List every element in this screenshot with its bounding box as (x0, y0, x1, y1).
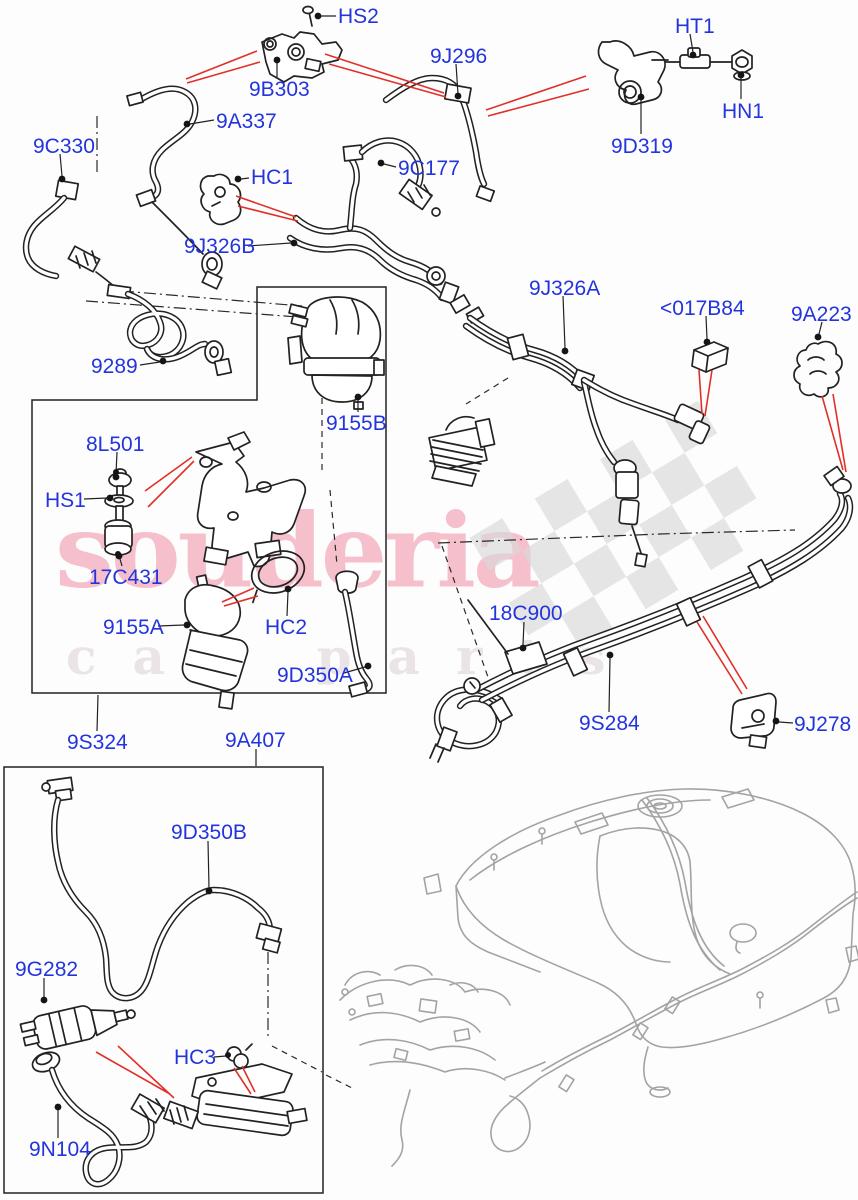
clip-9A223 (793, 340, 843, 398)
engine-harness-reference-art (339, 964, 546, 1167)
red-pointer-lines (95, 50, 847, 1099)
part-label-9155B: 9155B (326, 412, 387, 435)
connector-9C330 (22, 179, 119, 291)
pipe-9J296 (382, 74, 496, 203)
pump-module-assembly (162, 1063, 308, 1137)
part-label-9J296: 9J296 (430, 45, 488, 68)
pipes-9J326B (286, 154, 460, 305)
part-label-9S324: 9S324 (67, 731, 128, 754)
part-label-9G282: 9G282 (15, 958, 79, 981)
part-label-9D350A: 9D350A (277, 664, 353, 687)
chassis-fuel-line-reference-art (490, 891, 858, 1153)
bolt-HS2 (302, 5, 314, 27)
part-label-HS1: HS1 (45, 489, 86, 512)
pipe-9A337 (126, 85, 223, 290)
hose-9D350A (335, 570, 373, 698)
hose-9289 (106, 283, 233, 377)
bracket-9J278 (730, 692, 777, 749)
mount-bracket-8L501-target (195, 431, 307, 568)
part-label-9155A: 9155A (103, 616, 164, 639)
part-label-9289: 9289 (91, 355, 138, 378)
part-label-9J326A: 9J326A (529, 277, 601, 300)
part-label-9A407: 9A407 (225, 729, 286, 752)
part-label-9A337: 9A337 (216, 110, 277, 133)
part-label-8L501: 8L501 (86, 433, 145, 456)
part-label-9N104: 9N104 (29, 1138, 91, 1161)
watermark-brand: souderia (55, 491, 541, 612)
part-label-9C177: 9C177 (398, 157, 460, 180)
clip-HC3 (226, 1043, 253, 1069)
part-label-18C900: 18C900 (489, 602, 563, 625)
part-label-9A223: 9A223 (791, 303, 852, 326)
pump-subassembly-box (3, 766, 324, 1194)
canister-9155A (181, 574, 249, 710)
bracket-9B303 (261, 31, 343, 83)
filter-subassembly-box (31, 286, 387, 694)
part-label-9J326B: 9J326B (184, 235, 256, 258)
tee-HT1 (665, 47, 736, 69)
part-label-HC1: HC1 (251, 166, 294, 189)
tag-18C900 (467, 599, 548, 675)
part-label-017B84: <017B84 (660, 297, 745, 320)
pipes-9J326A (449, 293, 711, 568)
clip-HC1 (199, 173, 242, 226)
fuel-tank-reference-art (423, 788, 858, 1098)
part-label-9S284: 9S284 (579, 712, 640, 735)
part-label-HT1: HT1 (675, 15, 715, 38)
part-label-HC2: HC2 (265, 616, 308, 639)
isolator-stack-HS1-8L501-17C431 (104, 468, 134, 556)
part-label-17C431: 17C431 (89, 566, 163, 589)
cube-017B84 (691, 341, 729, 373)
fuel-filter-9155B (287, 296, 385, 410)
hose-9N104 (31, 1051, 165, 1188)
hose-9C177 (342, 137, 441, 217)
hose-9A407-9D350B (41, 776, 283, 1002)
part-label-HC3: HC3 (174, 1046, 217, 1069)
part-label-9C330: 9C330 (33, 135, 95, 158)
oil-cooler-reference (428, 415, 496, 487)
part-label-9D319: 9D319 (611, 135, 673, 158)
part-label-9B303: 9B303 (249, 78, 310, 101)
part-label-9D350B: 9D350B (171, 821, 247, 844)
part-label-HN1: HN1 (722, 100, 765, 123)
bracket-9D319 (597, 40, 669, 106)
part-label-9J278: 9J278 (794, 713, 852, 736)
part-label-HS2: HS2 (338, 5, 379, 28)
leader-lines (40, 12, 823, 1138)
fuel-pump-9G282 (19, 1005, 136, 1050)
section-cut-lines (85, 116, 796, 1089)
underbody-pipes-9S284 (429, 465, 854, 763)
